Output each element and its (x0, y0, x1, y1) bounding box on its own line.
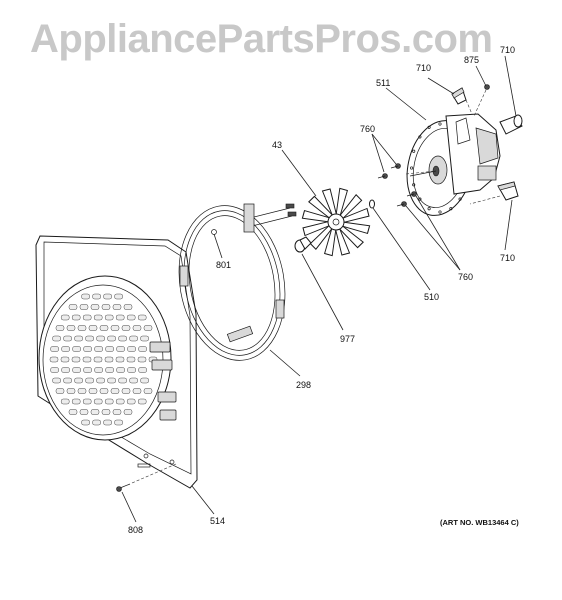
bracket-part-710-top (451, 87, 467, 105)
callout-510: 510 (424, 292, 439, 302)
screws-part-760 (377, 163, 417, 207)
callout-875: 875 (464, 55, 479, 65)
callout-511: 511 (376, 78, 390, 88)
bracket-part-710-bottom (497, 181, 519, 201)
callout-298: 298 (296, 380, 311, 390)
callout-710-top-right: 710 (500, 45, 515, 55)
screw-part-808 (116, 483, 131, 492)
leader-lines (121, 55, 517, 523)
watermark-text: AppliancePartsPros.com (30, 17, 493, 61)
fan-motor-part-511 (406, 113, 501, 216)
callout-977: 977 (340, 334, 355, 344)
fan-blade-part-43 (301, 187, 371, 257)
callout-710-top: 710 (416, 63, 431, 73)
spacer-part-977 (294, 236, 312, 253)
rear-panel-part-514 (35, 235, 198, 489)
callout-514: 514 (210, 516, 225, 526)
bracket-part-710-right (499, 114, 523, 135)
washer-part-510 (369, 199, 375, 209)
callout-808: 808 (128, 525, 143, 535)
art-number: (ART NO. WB13464 C) (440, 518, 519, 527)
alignment-lines (131, 89, 501, 484)
heating-element-part-298 (178, 203, 297, 361)
callout-760-top: 760 (360, 124, 375, 134)
callout-710-bottom: 710 (500, 253, 515, 263)
callout-760-bottom: 760 (458, 272, 473, 282)
callout-801: 801 (216, 260, 231, 270)
callout-43: 43 (272, 140, 282, 150)
